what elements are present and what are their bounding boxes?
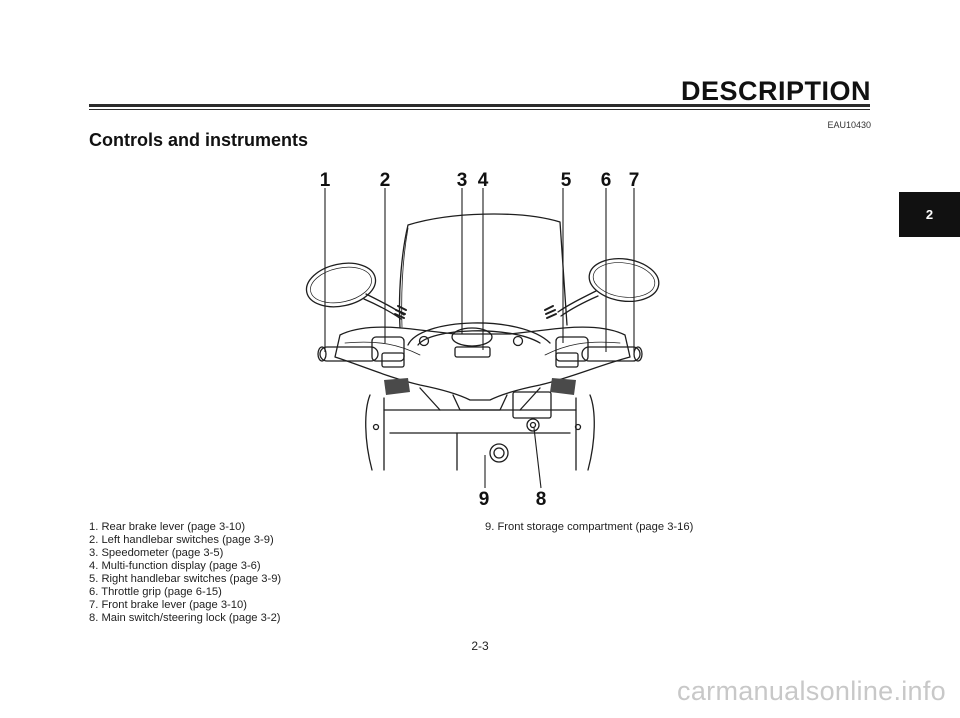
chapter-tab[interactable]: 2 xyxy=(899,192,960,237)
page-title: Controls and instruments xyxy=(89,130,309,150)
header-rule-thick xyxy=(89,104,870,107)
callout-5: 5 xyxy=(561,170,572,191)
legend-item-4: 4. Multi-function display (page 3-6) xyxy=(89,560,261,572)
right-grip xyxy=(581,346,641,362)
watermark[interactable]: carmanualsonline.info xyxy=(677,676,946,706)
left-mirror xyxy=(305,262,377,308)
main-switch xyxy=(526,418,540,432)
callout-9: 9 xyxy=(479,489,490,510)
section-title: DESCRIPTION xyxy=(680,76,871,106)
callout-1: 1 xyxy=(320,170,331,191)
legend-item-2: 2. Left handlebar switches (page 3-9) xyxy=(89,534,274,546)
left-grip xyxy=(319,346,379,362)
legend-right: 9. Front storage compartment (page 3-16) xyxy=(485,521,693,534)
callout-7: 7 xyxy=(629,170,640,191)
windscreen xyxy=(398,213,568,329)
callout-6: 6 xyxy=(601,170,612,191)
right-mirror xyxy=(588,257,660,303)
legend-item-3: 3. Speedometer (page 3-5) xyxy=(89,547,224,559)
header-rule-thin xyxy=(89,109,870,110)
legend-item-8: 8. Main switch/steering lock (page 3-2) xyxy=(89,612,281,624)
callout-2: 2 xyxy=(380,170,391,191)
callout-4: 4 xyxy=(478,170,489,191)
legend-item-6: 6. Throttle grip (page 6-15) xyxy=(89,586,222,598)
document-code: EAU10430 xyxy=(827,120,871,130)
legend-item-1: 1. Rear brake lever (page 3-10) xyxy=(89,521,246,533)
storage-lock xyxy=(489,443,509,463)
front-body xyxy=(365,394,373,471)
instrument-panel xyxy=(407,322,551,346)
page-number: 2-3 xyxy=(471,639,489,653)
legend-item-7: 7. Front brake lever (page 3-10) xyxy=(89,599,247,611)
legend-item-9: 9. Front storage compartment (page 3-16) xyxy=(485,521,694,533)
legend-item-5: 5. Right handlebar switches (page 3-9) xyxy=(89,573,282,585)
legend-left: 1. Rear brake lever (page 3-10) 2. Left … xyxy=(89,521,281,625)
callout-3: 3 xyxy=(457,170,468,191)
callout-8: 8 xyxy=(536,489,547,510)
